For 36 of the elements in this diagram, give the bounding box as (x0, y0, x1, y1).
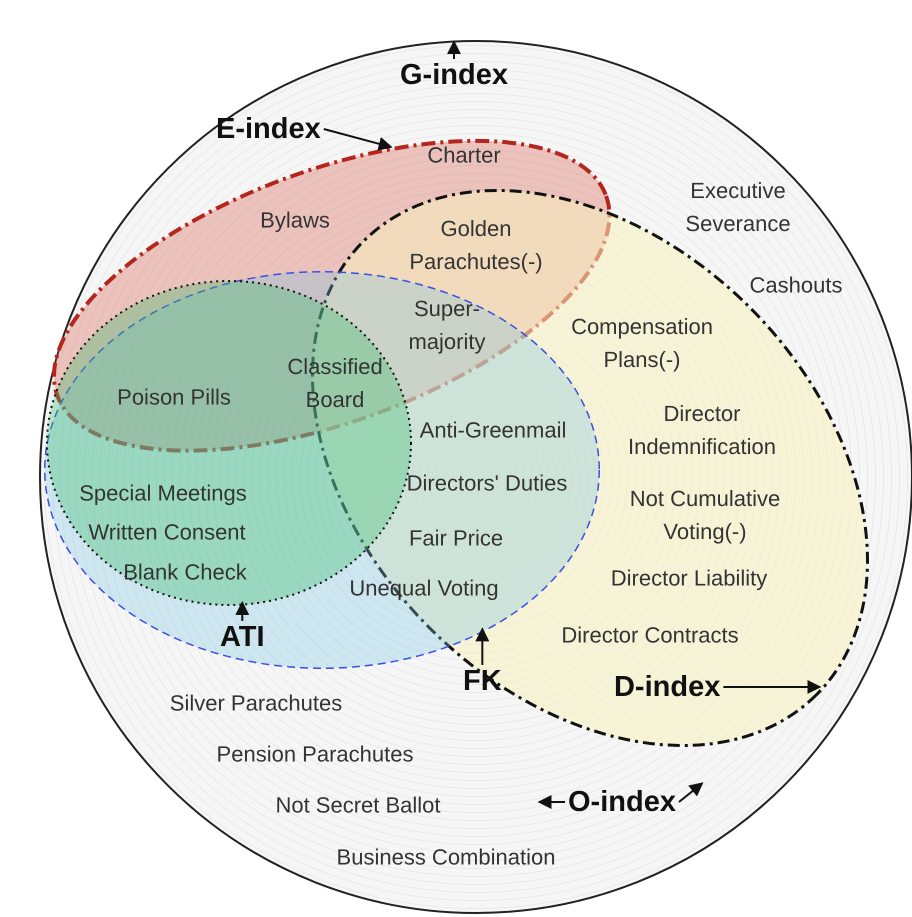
arrow (538, 795, 565, 809)
set-label: E-index (216, 114, 321, 144)
region-label: Bylaws (259, 206, 331, 234)
arrow (446, 40, 461, 59)
arrow (235, 601, 250, 621)
region-label: Poison Pills (116, 384, 232, 412)
arrow (324, 128, 393, 151)
arrow (723, 680, 822, 694)
region-label: Classified Board (286, 353, 384, 414)
region-label: Anti-Greenmail (418, 416, 568, 444)
set-label: ATI (220, 622, 265, 652)
region-label: Director Contracts (560, 622, 740, 650)
region-label: Charter (426, 142, 502, 170)
region-label: Directors' Duties (406, 470, 568, 498)
region-label: Blank Check (122, 558, 248, 586)
region-label: Not Secret Ballot (274, 792, 442, 820)
region-label: Business Combination (336, 844, 556, 872)
region-label: Written Consent (87, 518, 247, 546)
region-label: Unequal Voting (348, 574, 500, 602)
region-label: Silver Parachutes (168, 690, 344, 718)
region-label: Special Meetings (78, 480, 248, 508)
set-label: O-index (568, 787, 676, 817)
region-label: Cashouts (748, 272, 844, 300)
arrow (475, 627, 490, 665)
region-label: Director Indemnification (627, 400, 777, 461)
region-label: Pension Parachutes (216, 740, 414, 768)
region-label: Executive Severance (684, 177, 792, 238)
set-label: D-index (614, 672, 720, 702)
region-label: Not Cumulative Voting(-) (628, 485, 782, 546)
region-label: Compensation Plans(-) (570, 313, 714, 374)
arrow (678, 782, 704, 803)
region-label: Director Liability (610, 564, 768, 592)
region-label: Super-majority (407, 295, 486, 356)
region-label: Golden Parachutes(-) (408, 215, 544, 276)
set-label: G-index (400, 60, 508, 90)
region-label: Fair Price (408, 524, 504, 552)
